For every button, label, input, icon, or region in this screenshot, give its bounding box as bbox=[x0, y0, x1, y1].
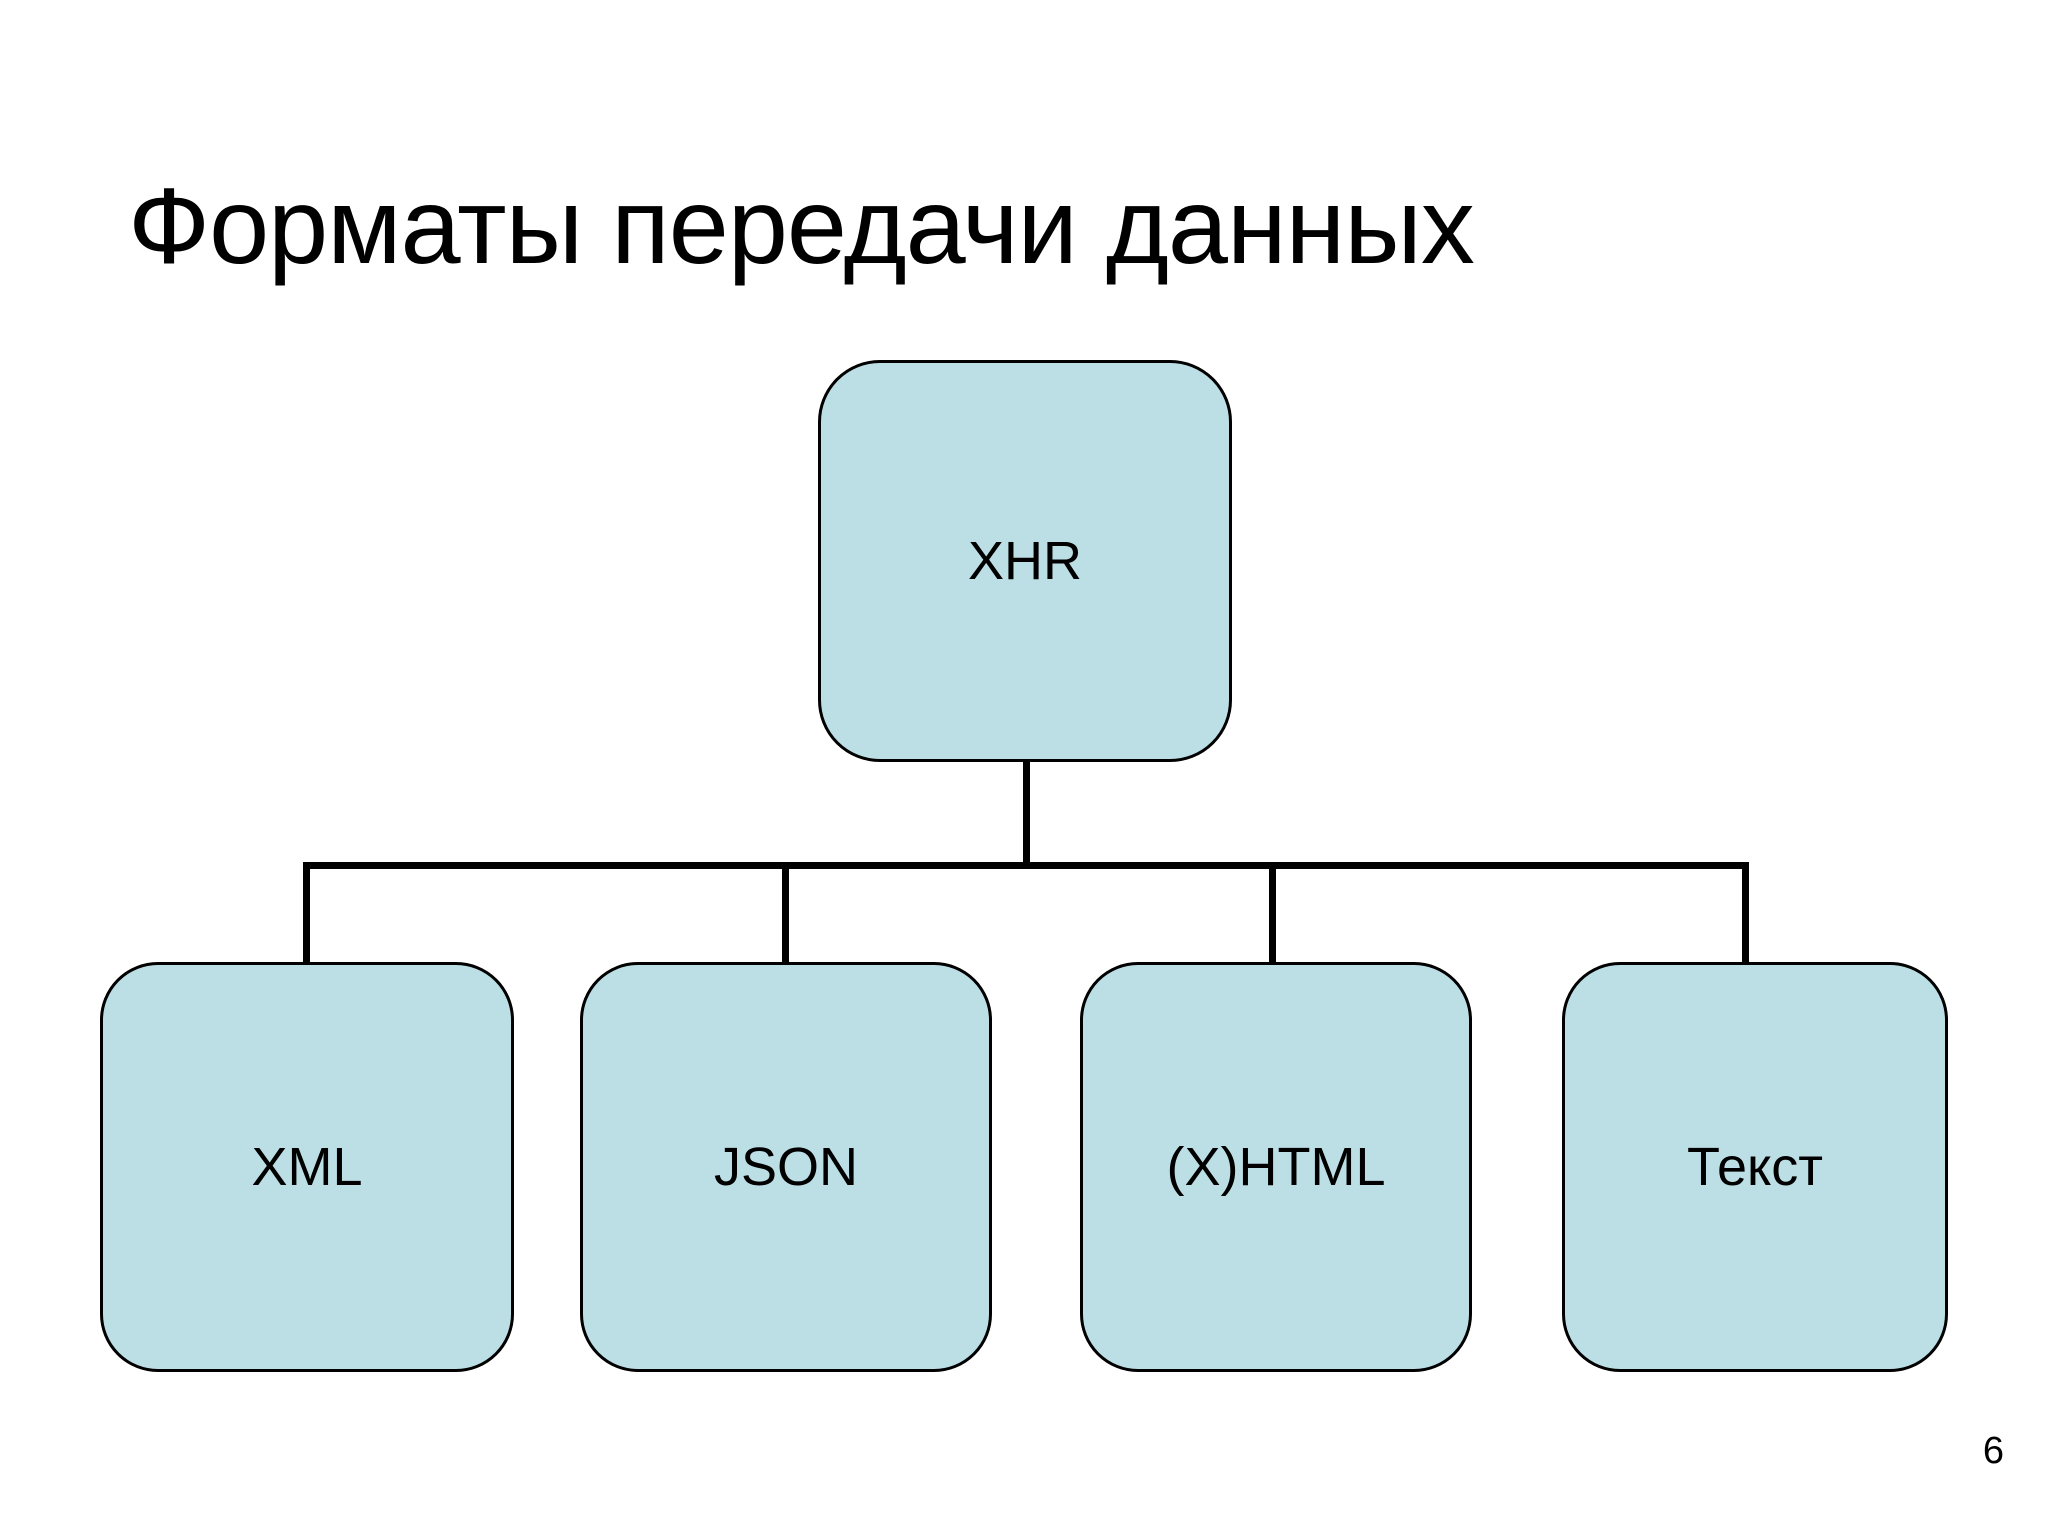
slide-title: Форматы передачи данных bbox=[128, 165, 1475, 287]
connector-horizontal-bus bbox=[303, 862, 1749, 869]
node-xhr[interactable]: XHR bbox=[818, 360, 1232, 762]
node-json[interactable]: JSON bbox=[580, 962, 992, 1372]
connector-bus-to-xml bbox=[303, 862, 310, 966]
connector-xhr-to-bus bbox=[1023, 760, 1030, 868]
node-text[interactable]: Текст bbox=[1562, 962, 1948, 1372]
node-xml-label: XML bbox=[251, 1137, 363, 1197]
connector-bus-to-xhtml bbox=[1269, 862, 1276, 966]
node-xml[interactable]: XML bbox=[100, 962, 514, 1372]
node-text-label: Текст bbox=[1687, 1137, 1823, 1197]
node-xhr-label: XHR bbox=[967, 531, 1082, 591]
node-xhtml[interactable]: (X)HTML bbox=[1080, 962, 1472, 1372]
connector-bus-to-text bbox=[1742, 862, 1749, 966]
node-xhtml-label: (X)HTML bbox=[1166, 1137, 1386, 1197]
node-json-label: JSON bbox=[713, 1137, 859, 1197]
page-number: 6 bbox=[1982, 1430, 2004, 1472]
connector-bus-to-json bbox=[782, 862, 789, 966]
